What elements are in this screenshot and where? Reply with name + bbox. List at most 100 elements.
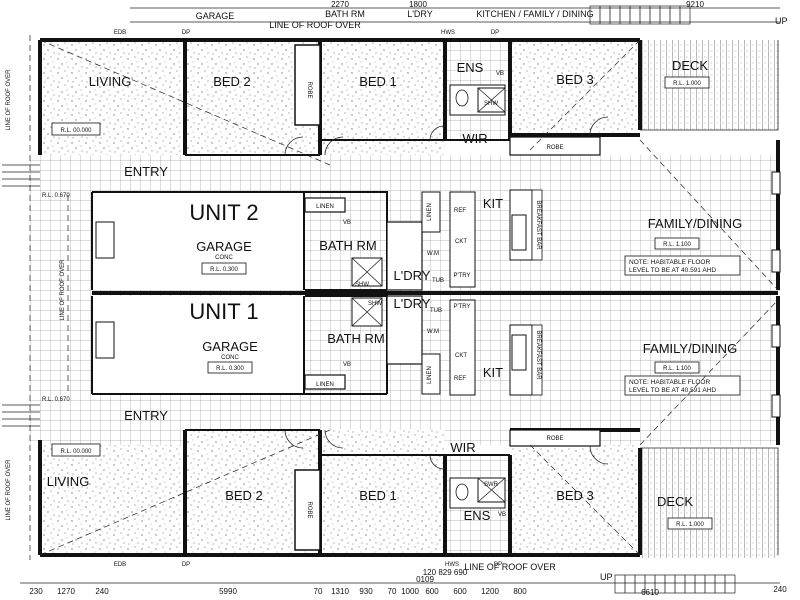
u1-deck-floor: [640, 448, 778, 558]
u2-dp-a: DP: [182, 30, 190, 36]
svg-text:R.L. 0.300: R.L. 0.300: [216, 366, 244, 372]
bottom-dim-1: 1270: [57, 587, 75, 596]
roof-over-top: LINE OF ROOF OVER: [269, 20, 361, 30]
u1-ckt-label: CKT: [455, 353, 467, 359]
u2-bed3-floor: [510, 40, 640, 135]
u2-title: UNIT 2: [189, 200, 258, 225]
u2-bath-shw: SHW: [355, 282, 369, 288]
top-dimension-strip: 2270 1800 9210 GARAGE BATH RM L'DRY KITC…: [130, 0, 788, 30]
dim-1800: 1800: [409, 0, 427, 9]
u1-bed3-floor: [510, 445, 640, 555]
u2-living-label: LIVING: [89, 74, 132, 89]
u1-dp-a: DP: [182, 562, 190, 568]
u1-bed1-label: BED 1: [359, 488, 397, 503]
u1-shw-label: SWR: [484, 482, 499, 488]
header-garage: GARAGE: [196, 11, 235, 21]
u1-bench-label: BREAKFAST BAR: [535, 330, 541, 380]
u2-ckt-label: CKT: [455, 239, 467, 245]
stairs-left-top: [2, 164, 40, 187]
bottom-dim-10: 600: [453, 587, 467, 596]
svg-text:R.L. 0.300: R.L. 0.300: [210, 267, 238, 273]
svg-text:NOTE: HABITABLE FLOOR: NOTE: HABITABLE FLOOR: [629, 379, 710, 386]
u1-linen-a: LINEN: [316, 382, 334, 388]
bottom-dim-5: 1310: [331, 587, 349, 596]
u2-ldry-label: L'DRY: [394, 268, 431, 283]
u2-sink: [511, 214, 527, 251]
u1-dp-b: DP: [494, 562, 502, 568]
svg-text:LEVEL TO BE AT 40.591 AHD: LEVEL TO BE AT 40.591 AHD: [629, 387, 716, 394]
svg-text:R.L. 00.000: R.L. 00.000: [60, 449, 92, 455]
u1-deck-rl-box: R.L. 1.000: [667, 517, 713, 530]
u1-title: UNIT 1: [189, 299, 258, 324]
u1-living-rl-box: R.L. 00.000: [51, 443, 101, 457]
u1-vb-label: VB: [498, 512, 506, 518]
u1-entry-rl: R.L. 0.670: [42, 397, 70, 403]
left-side: LINE OF ROOF OVER LINE OF ROOF OVER LINE…: [2, 35, 115, 560]
stairs-bottom: [614, 574, 736, 594]
header-kitchen: KITCHEN / FAMILY / DINING: [476, 9, 593, 19]
u2-wir-label: WIR: [462, 131, 487, 146]
u2-vb-label: VB: [496, 71, 504, 77]
u2-robe-a: ROBE: [306, 81, 312, 98]
header-ldry: L'DRY: [407, 9, 433, 19]
dim-9210: 9210: [686, 0, 704, 9]
bottom-dim-3: 5990: [219, 587, 237, 596]
u2-entry-rl: R.L. 0.670: [42, 193, 70, 199]
u1-sink: [511, 334, 527, 371]
u1-note-box: NOTE: HABITABLE FLOOR LEVEL TO BE AT 40.…: [624, 375, 741, 396]
svg-text:R.L. 1.100: R.L. 1.100: [663, 366, 691, 372]
dim-240-right: 240: [773, 585, 787, 594]
u1-garage-floor: [92, 296, 304, 394]
bottom-dim-8: 1000: [401, 587, 419, 596]
svg-text:R.L. 1.000: R.L. 1.000: [676, 522, 704, 528]
bottom-dim-11: 1200: [481, 587, 499, 596]
svg-text:NOTE: HABITABLE FLOOR: NOTE: HABITABLE FLOOR: [629, 259, 710, 266]
u1-vb-bath: VB: [343, 362, 351, 368]
u1-robe-b: ROBE: [546, 436, 563, 442]
u1-ref-label: REF: [454, 376, 466, 382]
u2-bench-label: BREAKFAST BAR: [535, 200, 541, 250]
u2-ens-label: ENS: [457, 60, 484, 75]
u2-bed1-floor: [320, 40, 445, 155]
u1-bed2-label: BED 2: [225, 488, 263, 503]
u1-wir-label: WIR: [450, 440, 475, 455]
svg-text:R.L. 1.000: R.L. 1.000: [673, 81, 701, 87]
u2-garage-label: GARAGE: [196, 239, 252, 254]
u1-ldry-label: L'DRY: [394, 296, 431, 311]
u2-bed1-label: BED 1: [359, 74, 397, 89]
roof-over-side-mid: LINE OF ROOF OVER: [60, 259, 66, 321]
u2-tub-label: TUB: [432, 278, 444, 284]
u1-deck-label: DECK: [657, 494, 693, 509]
u1-garage-label: GARAGE: [202, 339, 258, 354]
dim-row3: 0109: [416, 575, 434, 584]
u1-family-label: FAMILY/DINING: [643, 341, 737, 356]
header-bath-rm: BATH RM: [325, 9, 365, 19]
u2-dp-b: DP: [491, 30, 499, 36]
stairs-top: [589, 5, 691, 25]
u2-bed2-label: BED 2: [213, 74, 251, 89]
svg-text:LEVEL TO BE AT 40.591 AHD: LEVEL TO BE AT 40.591 AHD: [629, 267, 716, 274]
u2-toilet-icon: [455, 89, 469, 107]
bottom-dim-0: 230: [29, 587, 43, 596]
u2-linen-a: LINEN: [316, 204, 334, 210]
u2-bath-label: BATH RM: [319, 238, 377, 253]
bottom-dim-12: 800: [513, 587, 527, 596]
roof-hip-lines: [39, 39, 779, 556]
u2-living-rl-box: R.L. 00.000: [51, 122, 101, 136]
unit-2: LIVING R.L. 00.000 BED 2 ROBE BED 1 ENS …: [38, 30, 781, 291]
u2-garage-floor: [92, 192, 304, 290]
u1-living-floor: [40, 445, 185, 555]
u2-deck-label: DECK: [672, 58, 708, 73]
u2-family-rl-box: R.L. 1.100: [654, 237, 700, 250]
u2-ref-label: REF: [454, 208, 466, 214]
bottom-dim-4: 70: [314, 587, 323, 596]
u2-note-box: NOTE: HABITABLE FLOOR LEVEL TO BE AT 40.…: [624, 255, 741, 276]
bottom-dim-6: 930: [359, 587, 373, 596]
u2-garage-rl-box: R.L. 0.300: [201, 262, 247, 275]
u2-living-floor: [40, 40, 185, 155]
u1-ptry-label: P'TRY: [453, 304, 470, 310]
u2-vb-bath: VB: [343, 220, 351, 226]
roof-over-side-bot: LINE OF ROOF OVER: [6, 459, 12, 521]
